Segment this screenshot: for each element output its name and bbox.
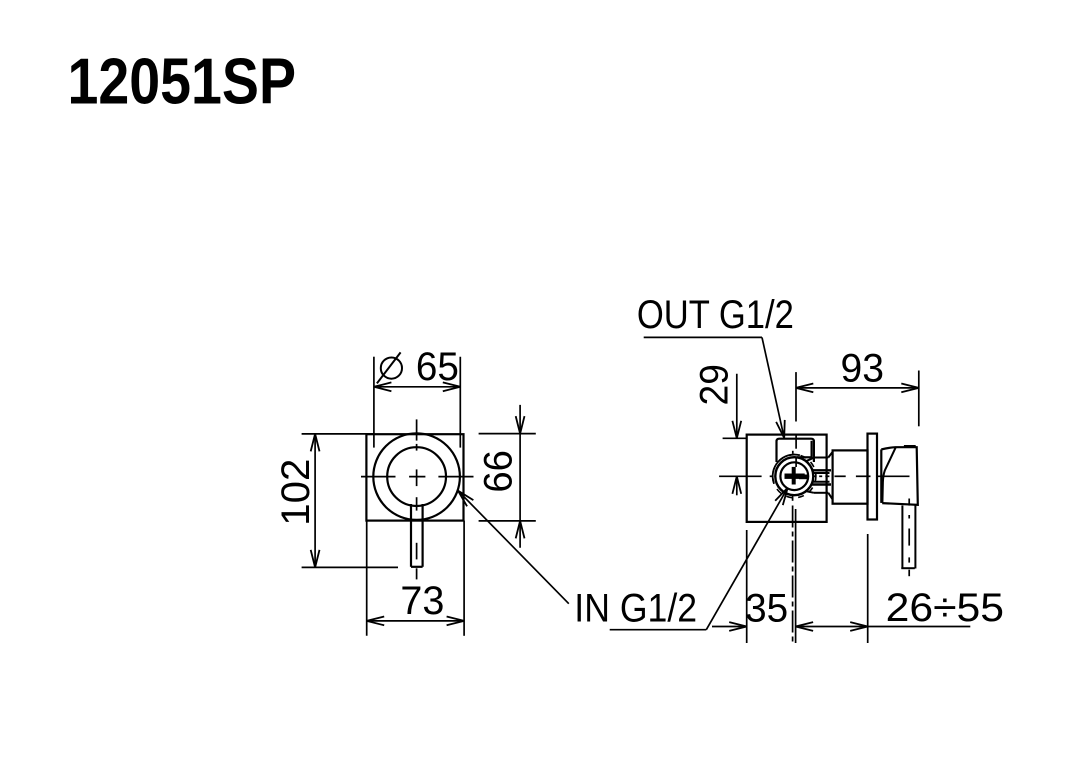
svg-text:29: 29: [693, 364, 737, 405]
svg-text:102: 102: [274, 459, 318, 526]
svg-text:66: 66: [477, 450, 521, 493]
svg-text:12051SP: 12051SP: [68, 45, 297, 118]
svg-text:73: 73: [400, 579, 444, 623]
svg-text:65: 65: [416, 345, 459, 389]
svg-text:26÷55: 26÷55: [886, 586, 1004, 630]
svg-text:IN G1/2: IN G1/2: [574, 587, 697, 631]
svg-text:93: 93: [841, 346, 885, 390]
svg-text:OUT G1/2: OUT G1/2: [637, 293, 794, 337]
svg-text:35: 35: [745, 586, 788, 630]
